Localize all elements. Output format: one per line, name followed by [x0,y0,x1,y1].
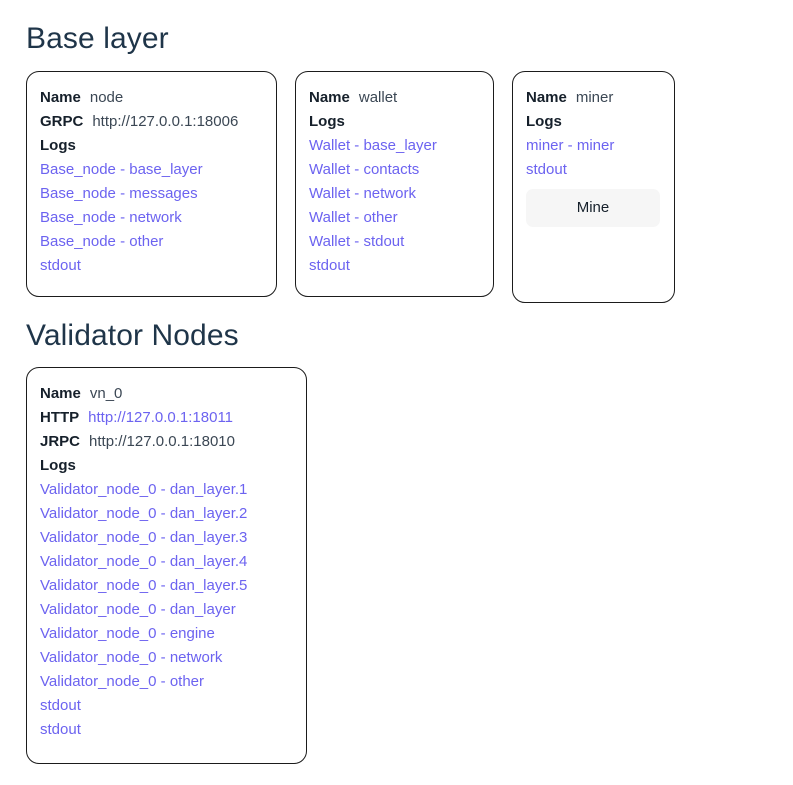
field-row-name: Name node [40,86,262,110]
logs-label: Logs [309,112,345,130]
log-link[interactable]: stdout [309,256,350,274]
log-link[interactable]: Validator_node_0 - dan_layer [40,601,236,618]
field-label-grpc: GRPC [40,112,84,130]
field-value-name: wallet [358,88,398,106]
log-list: miner - miner stdout [526,134,660,182]
field-label-name: Name [309,88,350,106]
logs-label: Logs [40,136,76,154]
field-value-name: miner [575,88,614,106]
field-label-http: HTTP [40,409,80,426]
field-row-name: Name vn_0 [40,382,292,406]
mine-button[interactable]: Mine [526,188,660,227]
field-row-name: Name wallet [309,86,479,110]
base-node-card: Name node GRPC http://127.0.0.1:18006 Lo… [26,70,277,297]
section-title-base-layer: Base layer [26,22,169,55]
field-value-name: vn_0 [89,385,123,402]
field-label-name: Name [526,88,567,106]
log-link[interactable]: Validator_node_0 - network [40,649,223,666]
log-link[interactable]: miner - miner [526,136,615,154]
log-list: Base_node - base_layer Base_node - messa… [40,158,262,278]
log-link[interactable]: Validator_node_0 - dan_layer.2 [40,505,248,522]
log-link[interactable]: Validator_node_0 - engine [40,625,215,642]
log-link[interactable]: Validator_node_0 - dan_layer.5 [40,577,248,594]
logs-label: Logs [40,457,76,474]
field-value-name: node [89,88,124,106]
log-link[interactable]: Base_node - network [40,208,182,226]
base-layer-card-row: Name node GRPC http://127.0.0.1:18006 Lo… [26,70,793,303]
field-label-jrpc: JRPC [40,433,81,450]
section-title-validator-nodes: Validator Nodes [26,318,239,352]
field-value-jrpc: http://127.0.0.1:18010 [89,433,235,450]
log-link[interactable]: Wallet - stdout [309,232,405,250]
log-list: Validator_node_0 - dan_layer.1 Validator… [40,478,292,742]
page-root: Base layer Name node GRPC http://127.0.0… [26,22,793,764]
field-value-grpc: http://127.0.0.1:18006 [92,112,239,130]
logs-label: Logs [526,112,562,130]
log-link[interactable]: Wallet - network [309,184,416,202]
log-link[interactable]: Validator_node_0 - other [40,673,205,690]
validator-card-row: Name vn_0 HTTP http://127.0.0.1:18011 JR… [26,367,793,764]
field-label-name: Name [40,385,81,402]
log-link[interactable]: stdout [40,256,81,274]
log-link[interactable]: Wallet - other [309,208,398,226]
log-link[interactable]: stdout [526,160,567,178]
log-link[interactable]: Base_node - messages [40,184,198,202]
field-label-name: Name [40,88,81,106]
field-value-http-link[interactable]: http://127.0.0.1:18011 [88,409,234,426]
validator-node-0-card: Name vn_0 HTTP http://127.0.0.1:18011 JR… [26,367,307,764]
log-link[interactable]: stdout [40,721,81,738]
log-link[interactable]: Validator_node_0 - dan_layer.3 [40,529,248,546]
log-link[interactable]: Wallet - base_layer [309,136,437,154]
log-list: Wallet - base_layer Wallet - contacts Wa… [309,134,479,278]
field-row-name: Name miner [526,86,660,110]
log-link[interactable]: Base_node - base_layer [40,160,203,178]
log-link[interactable]: Validator_node_0 - dan_layer.4 [40,553,248,570]
wallet-card: Name wallet Logs Wallet - base_layer Wal… [295,70,494,297]
log-link[interactable]: Base_node - other [40,232,164,250]
field-row-jrpc: JRPC http://127.0.0.1:18010 [40,430,292,454]
log-link[interactable]: Wallet - contacts [309,160,420,178]
log-link[interactable]: Validator_node_0 - dan_layer.1 [40,481,248,498]
field-row-http: HTTP http://127.0.0.1:18011 [40,406,292,430]
log-link[interactable]: stdout [40,697,81,714]
miner-card: Name miner Logs miner - miner stdout Min… [512,70,675,303]
field-row-grpc: GRPC http://127.0.0.1:18006 [40,110,262,134]
